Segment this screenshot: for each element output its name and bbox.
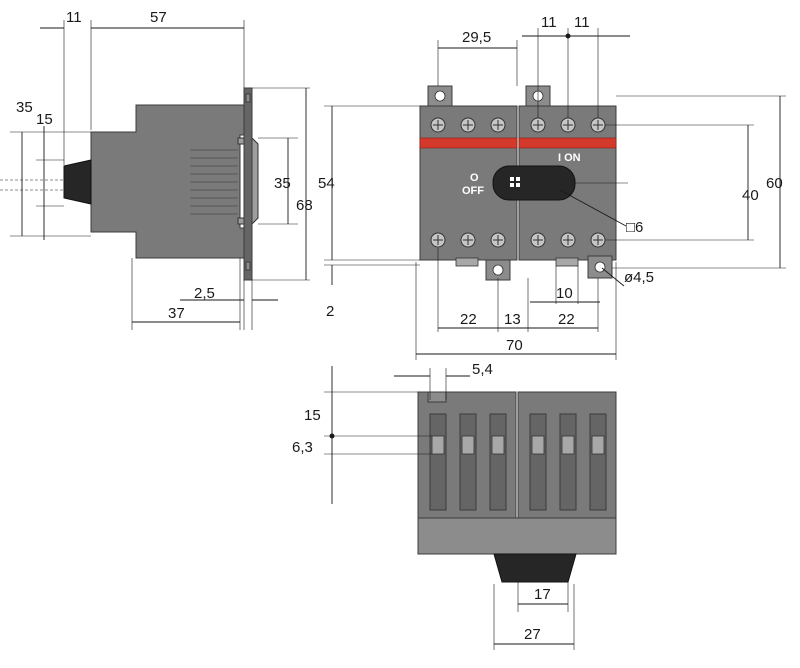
dim-front-40: 40 [742, 187, 759, 204]
dim-front-11-a: 11 [541, 14, 557, 31]
dim-side-68: 68 [296, 197, 313, 214]
dim-front-22-b: 22 [558, 311, 575, 328]
dim-front-29-5: 29,5 [462, 29, 491, 46]
mounting-plate [243, 87, 253, 281]
dim-top-6-3: 6,3 [292, 439, 313, 456]
dim-top-15: 15 [304, 407, 321, 424]
top-lower-section [417, 517, 617, 555]
front-terminal-screws-top [430, 117, 606, 133]
side-fins [190, 149, 238, 215]
dim-front-square-6: □6 [626, 219, 643, 236]
red-band-right [518, 137, 617, 149]
dim-front-22-a: 22 [460, 311, 477, 328]
side-knob [63, 159, 92, 205]
dim-top-17: 17 [534, 586, 551, 603]
side-body [90, 104, 245, 259]
label-on: I ON [558, 152, 581, 164]
label-off: OFF [462, 185, 484, 197]
dim-front-13: 13 [504, 311, 521, 328]
dim-side-11: 11 [66, 9, 82, 26]
dim-front-70: 70 [506, 337, 523, 354]
side-view: 11 57 35 15 35 68 2,5 37 [0, 9, 313, 330]
handle-square-icon [510, 177, 520, 187]
dim-front-2: 2 [326, 303, 334, 320]
front-handle [492, 165, 576, 201]
dim-top-5-4: 5,4 [472, 361, 493, 378]
top-terminal-slots [429, 413, 607, 511]
red-band-left [419, 137, 518, 149]
dim-front-10: 10 [556, 285, 573, 302]
dim-front-60: 60 [766, 175, 783, 192]
dim-side-15: 15 [36, 111, 53, 128]
dim-side-57: 57 [150, 9, 167, 26]
top-knob [493, 553, 577, 583]
dim-side-2-5: 2,5 [194, 285, 215, 302]
dim-top-27: 27 [524, 626, 541, 643]
dim-front-54: 54 [318, 175, 335, 192]
front-terminal-screws-bottom [430, 232, 606, 248]
dim-side-37: 37 [168, 305, 185, 322]
top-view: 5,4 15 6,3 17 27 [292, 361, 617, 650]
dim-front-hole-4-5: ø4,5 [624, 269, 654, 286]
dim-side-35-rail: 35 [274, 175, 291, 192]
label-off-o: O [470, 172, 479, 184]
front-view: O OFF I ON 29,5 11 11 54 2 60 40 [318, 14, 786, 360]
dim-side-35-left: 35 [16, 99, 33, 116]
dim-front-11-b: 11 [574, 14, 590, 31]
